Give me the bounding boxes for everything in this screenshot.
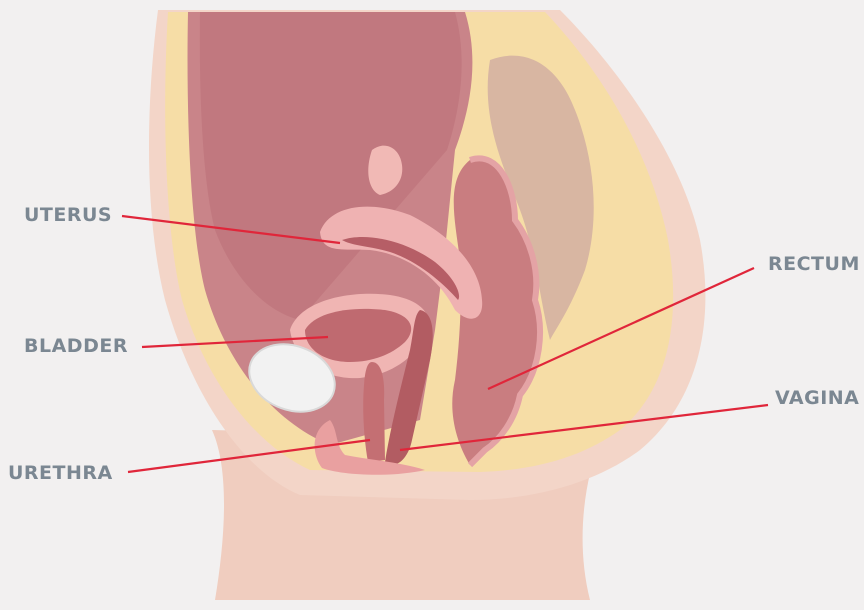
label-urethra: URETHRA xyxy=(8,462,113,484)
label-bladder: BLADDER xyxy=(24,335,128,357)
label-uterus: UTERUS xyxy=(24,204,112,226)
label-vagina: VAGINA xyxy=(775,387,859,409)
urethra xyxy=(363,362,385,462)
label-rectum: RECTUM xyxy=(768,253,860,275)
